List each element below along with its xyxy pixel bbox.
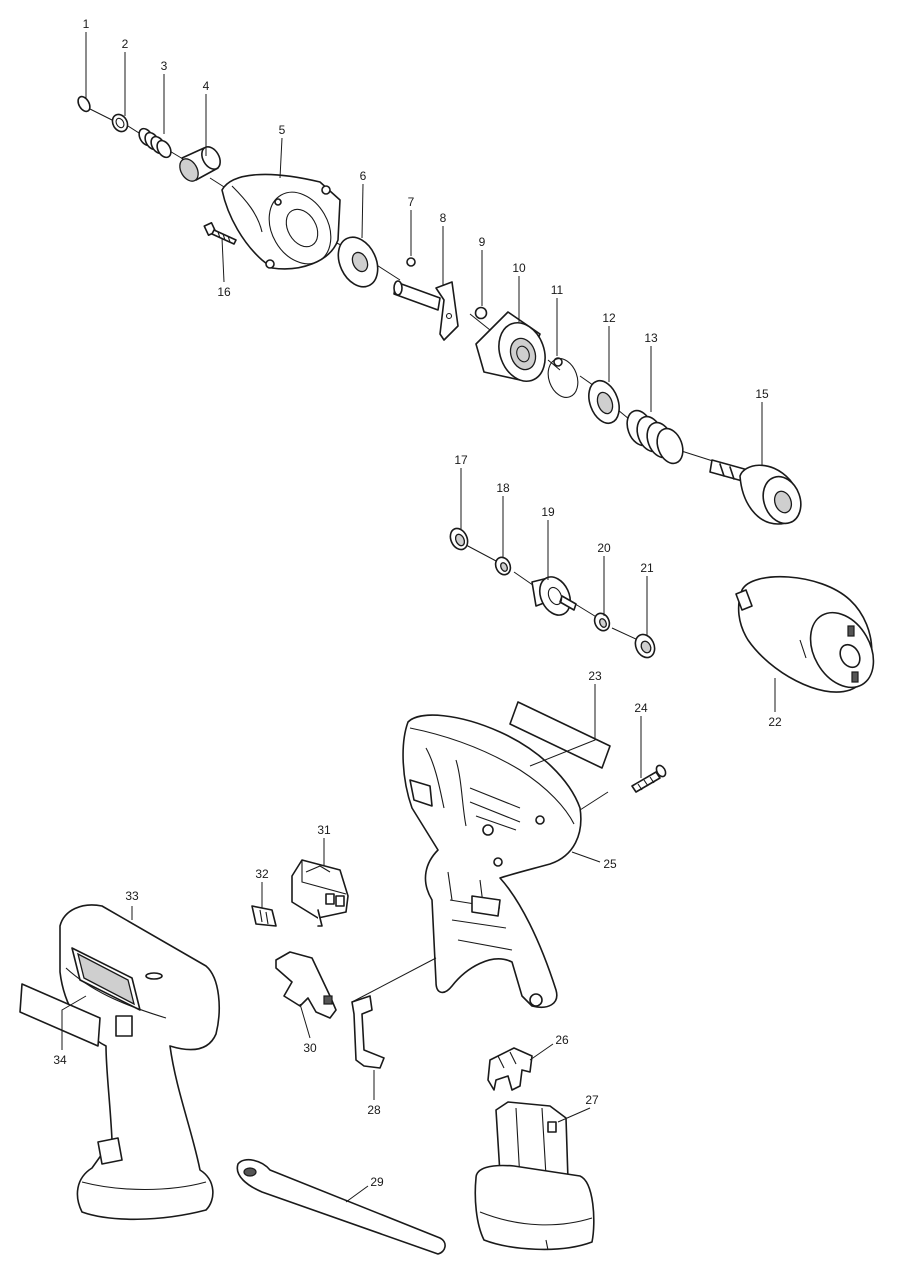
callout-13: 13 — [644, 331, 658, 345]
callout-19: 19 — [541, 505, 555, 519]
callout-30: 30 — [303, 1041, 317, 1055]
callout-17: 17 — [454, 453, 468, 467]
callout-22: 22 — [768, 715, 782, 729]
callout-6: 6 — [360, 169, 367, 183]
part-15-spindle-assembly — [709, 459, 802, 525]
callout-31: 31 — [317, 823, 331, 837]
part-24-screw — [631, 764, 667, 793]
callout-34: 34 — [53, 1053, 67, 1067]
part-26-terminal — [487, 1047, 533, 1091]
part-13-spring — [626, 409, 684, 465]
callout-33: 33 — [125, 889, 139, 903]
part-27-battery — [474, 1101, 595, 1251]
callout-26: 26 — [555, 1033, 569, 1047]
callout-32: 32 — [255, 867, 269, 881]
part-33-housing — [59, 904, 220, 1221]
callout-5: 5 — [279, 123, 286, 137]
callout-10: 10 — [512, 261, 526, 275]
callout-27: 27 — [585, 1093, 599, 1107]
part-1-retaining-ring — [77, 95, 91, 113]
part-5-gear-housing — [221, 173, 341, 270]
part-6-washer — [337, 236, 379, 288]
part-2-washer — [111, 113, 129, 133]
part-22-dc-motor — [735, 575, 875, 693]
part-12-washer — [588, 379, 620, 425]
callout-11: 11 — [551, 283, 564, 297]
part-18-bushing — [494, 556, 512, 576]
part-25-housing — [402, 714, 582, 1008]
part-21-bearing — [634, 633, 656, 659]
callout-20: 20 — [597, 541, 611, 555]
part-10-hammer — [475, 311, 546, 382]
part-8-spindle — [393, 280, 459, 341]
part-20-bushing — [593, 612, 611, 632]
assembly-axis-lines — [87, 107, 717, 641]
callout-3: 3 — [161, 59, 168, 73]
part-28-hook — [351, 995, 385, 1069]
callout-23: 23 — [588, 669, 602, 683]
part-17-bushing — [449, 527, 469, 551]
part-29-strap — [236, 1158, 446, 1255]
callout-4: 4 — [203, 79, 210, 93]
part-34-label — [19, 983, 101, 1047]
part-23-label — [509, 701, 611, 769]
part-9-steel-ball — [474, 306, 488, 320]
callout-18: 18 — [496, 481, 510, 495]
callout-9: 9 — [479, 235, 486, 249]
callout-16: 16 — [217, 285, 231, 299]
part-16-screw — [203, 221, 237, 245]
callout-8: 8 — [440, 211, 447, 225]
callout-12: 12 — [602, 311, 616, 325]
callout-28: 28 — [367, 1103, 381, 1117]
part-11-ring-spring — [547, 357, 579, 398]
callout-24: 24 — [634, 701, 648, 715]
callout-29: 29 — [370, 1175, 384, 1189]
callout-21: 21 — [640, 561, 654, 575]
callout-labels: 1 2 3 4 5 6 7 8 9 10 11 12 13 15 16 17 1… — [53, 17, 782, 1189]
part-3-spring — [138, 127, 172, 159]
callout-2: 2 — [122, 37, 129, 51]
callout-25: 25 — [603, 857, 617, 871]
part-31-switch — [291, 859, 349, 927]
part-19-gear — [531, 576, 577, 616]
callout-15: 15 — [755, 387, 769, 401]
part-30-holder — [275, 951, 337, 1019]
callout-1: 1 — [83, 17, 90, 31]
callout-leaders — [61, 32, 776, 1203]
callout-7: 7 — [408, 195, 415, 209]
part-7-steel-ball — [406, 257, 416, 267]
part-4-sleeve — [179, 146, 221, 182]
part-32-lever — [251, 905, 277, 927]
